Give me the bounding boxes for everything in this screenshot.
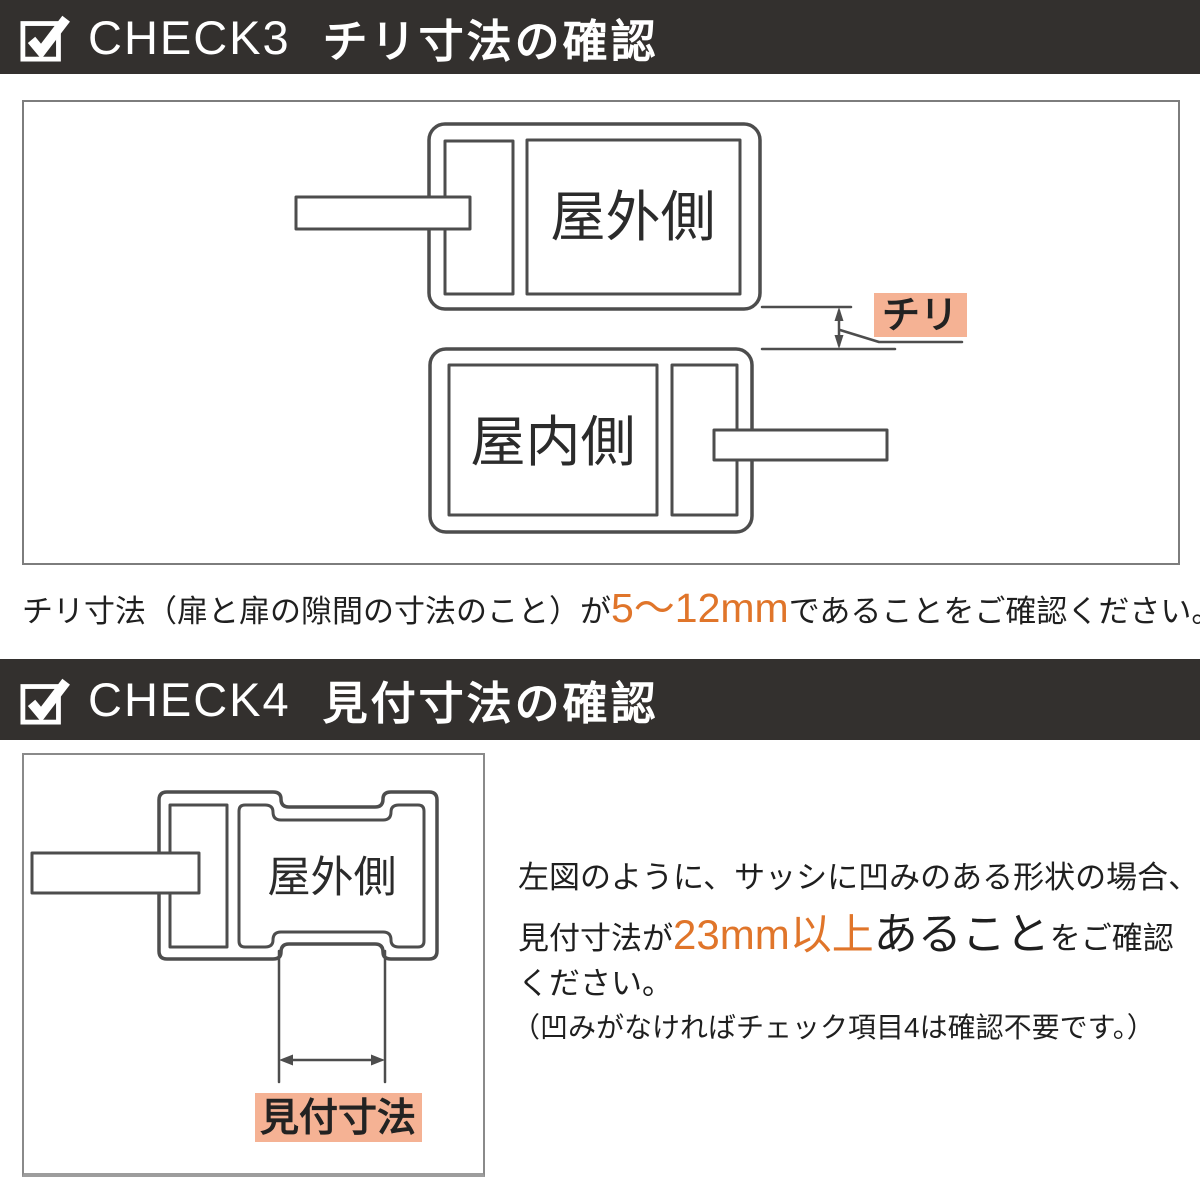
mitsuke-desc-line2-prefix: 見付寸法が: [518, 921, 673, 956]
checkbox-checked-icon: [20, 15, 70, 62]
chiri-note-highlight: 5〜12mm: [611, 585, 789, 631]
outdoor-side-label: 屋外側: [550, 186, 715, 248]
chiri-tag-label: チリ: [882, 295, 958, 337]
check4-title: 見付寸法の確認: [322, 678, 659, 729]
door-bar: [30, 851, 201, 895]
arrowhead-left: [279, 1054, 293, 1066]
mitsuke-desc-line1: 左図のように、サッシに凹みのある形状の場合、: [518, 860, 1200, 895]
left-door-bar: [294, 195, 472, 231]
outdoor-sash-right-cell: [525, 138, 742, 296]
sash-inner-cavity: [237, 803, 426, 949]
checkbox-checked-icon: [20, 678, 70, 725]
sash-outer-profile: [157, 790, 439, 961]
outdoor-side-label: 屋外側: [268, 854, 397, 902]
right-door-bar: [712, 428, 889, 462]
check3-title: チリ寸法の確認: [322, 15, 659, 67]
chiri-note-suffix: であることをご確認ください。: [788, 594, 1200, 629]
mitsuke-desc-line2-highlight: 23mm以上: [673, 911, 874, 958]
check4-label: CHECK4: [88, 673, 291, 726]
mitsuke-tag-bg: [255, 1093, 422, 1142]
chiri-note-prefix: チリ寸法（扉と扉の隙間の寸法のこと）が: [22, 594, 611, 629]
mitsuke-desc-line2-suffix: をご確認: [1049, 921, 1174, 956]
chiri-tag-bg: [874, 293, 967, 337]
chiri-diagram: 屋外側 屋内側 チリ: [294, 122, 967, 534]
mitsuke-desc-line3: ください。: [518, 966, 673, 1001]
mitsuke-desc-line2: 見付寸法が23mm以上あることをご確認: [518, 898, 1174, 962]
check3-label: CHECK3: [88, 10, 291, 64]
mitsuke-diagram: 屋外側 見付寸法: [30, 790, 439, 1142]
arrowhead-up: [834, 307, 844, 321]
check4-header: CHECK4 見付寸法の確認: [0, 659, 1200, 740]
mitsuke-diagram-box: 屋外側 見付寸法: [22, 753, 485, 1177]
gap-leader-line: [838, 328, 964, 344]
check3-header: CHECK3 チリ寸法の確認: [0, 0, 1200, 74]
arrowhead-right: [371, 1054, 385, 1066]
indoor-sash-left-cell: [447, 363, 659, 517]
arrowhead-down: [834, 335, 844, 349]
mitsuke-desc-line2-emphasis: あること: [873, 910, 1050, 959]
chiri-note: チリ寸法（扉と扉の隙間の寸法のこと）が5〜12mmであることをご確認ください。: [22, 574, 1200, 634]
chiri-diagram-box: 屋外側 屋内側 チリ: [22, 100, 1180, 565]
mitsuke-desc-line4: （凹みがなければチェック項目4は確認不要です。）: [512, 1012, 1155, 1043]
mitsuke-tag-label: 見付寸法: [260, 1097, 416, 1140]
indoor-side-label: 屋内側: [470, 411, 635, 473]
